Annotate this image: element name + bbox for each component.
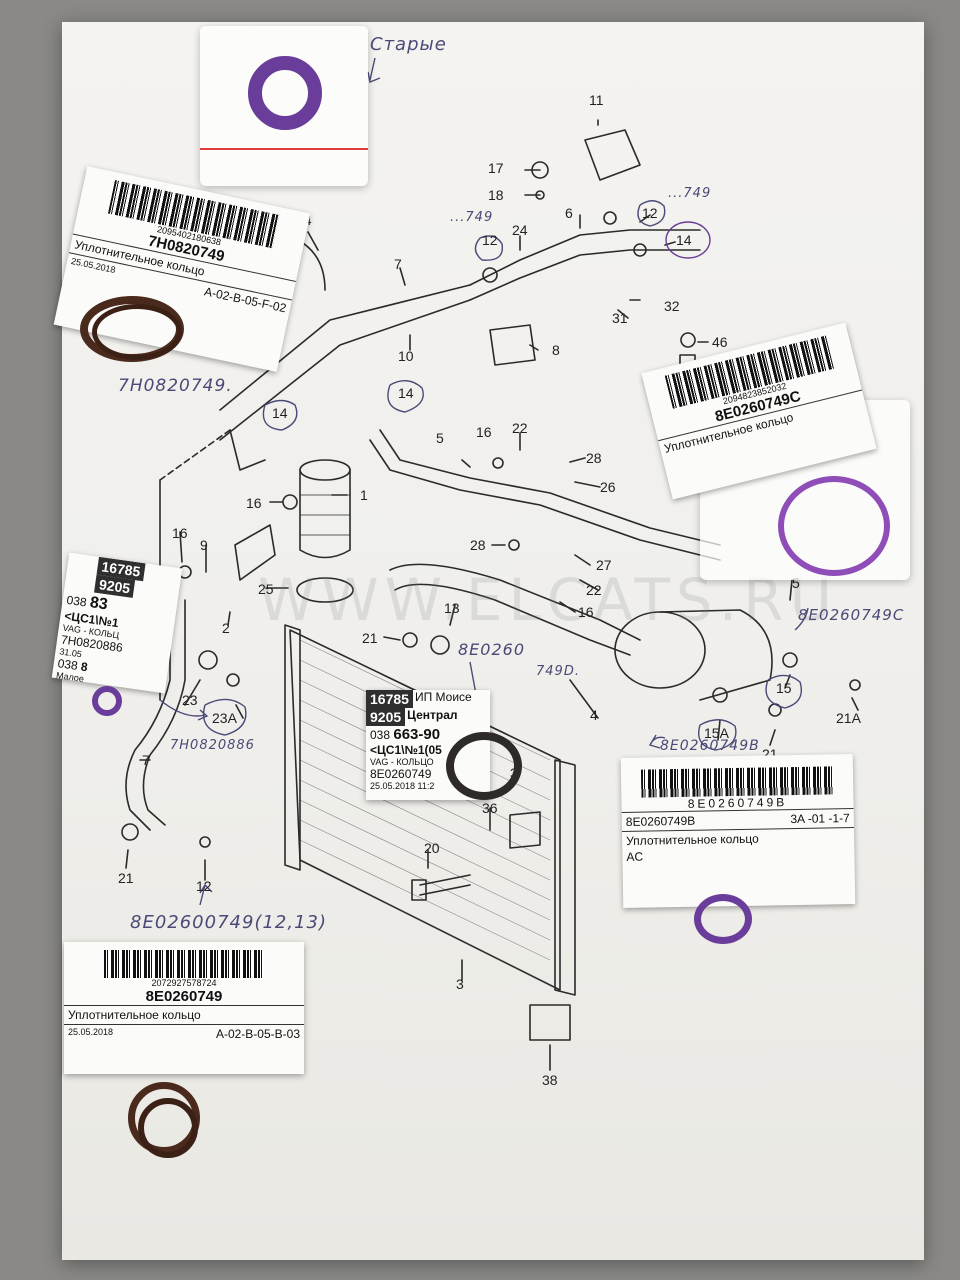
note-7h0820886: 7H0820886 [170,738,255,753]
brown-ring-bottom-2 [138,1098,198,1158]
callout-28-a: 28 [586,450,602,466]
barcode-number: 2072927578724 [151,978,217,988]
callout-18: 18 [488,187,504,203]
callout-14-right: 14 [676,232,692,248]
callout-36: 36 [482,800,498,816]
callout-2: 2 [222,620,230,636]
note-8e0260-a: 8E0260 [458,640,526,659]
dark-ring-center [446,732,522,800]
label-location: A-02-B-05-B-03 [215,1027,300,1041]
barcode [104,950,264,978]
line2: <ЦС1\№1(05 [370,743,442,757]
barcode [640,766,834,798]
callout-7-top: 7 [394,256,402,272]
purple-ring-small [92,686,122,716]
tag-row-2: 9205 Централ [366,708,490,726]
tag-number-1: 16785 [366,690,413,708]
callout-27: 27 [596,557,612,573]
callout-28-b: 28 [470,537,486,553]
note-8e0260-b: 749D. [536,664,580,679]
callout-12-right: 12 [642,205,658,221]
callout-8: 8 [552,342,560,358]
callout-6: 6 [565,205,573,221]
callout-3-bottom: 3 [456,976,464,992]
callout-7-left: 7 [142,752,150,768]
callout-10: 10 [398,348,414,364]
note-8e02600749-12-13: 8E02600749(12,13) [130,912,328,933]
callout-9: 9 [200,537,208,553]
label-date: 25.05.2018 [68,1027,114,1037]
callout-17: 17 [488,160,504,176]
callout-15a: 15A [704,725,729,741]
callout-46: 46 [712,334,728,350]
line6-bold: 8 [80,659,89,675]
line4: 8E0260749 [370,767,432,781]
callout-15: 15 [776,680,792,696]
brown-ring-top-2 [92,304,182,360]
callout-16-c: 16 [172,525,188,541]
callout-13: 13 [444,600,460,616]
callout-22-b: 22 [586,582,602,598]
callout-11: 11 [589,92,604,108]
callout-5: 5 [436,430,444,446]
callout-21a: 21A [836,710,861,726]
label-body: 038 83 <ЦС1\№1 VAG - КОЛЬЦ 7H0820886 31.… [52,588,177,693]
callout-14-b: 14 [398,385,414,401]
callout-14-a: 14 [272,405,288,421]
callout-22-a: 22 [512,420,528,436]
callout-12-left: 12 [482,232,498,248]
note-749-left: ...749 [450,210,494,225]
line1: 038 [370,728,391,742]
note-749-right: ...749 [668,186,712,201]
line5: 25.05.2018 11:2 [370,781,435,791]
label-location: 3A -01 -1-7 [790,811,850,827]
part-name: Уплотнительное кольцо [64,1005,304,1024]
note-8e0260749c: 8E0260749C [798,606,905,624]
callout-20: 20 [424,840,440,856]
callout-16-a: 16 [476,424,492,440]
tag-row-1: 16785 ИП Моисе [366,690,490,708]
bag-seal-tape [200,148,368,150]
part-code: 8E0260749 [145,988,223,1005]
callout-16-b: 16 [246,495,262,511]
callout-23: 23 [182,692,198,708]
note-old: Старые [370,34,447,55]
tag-number-2: 9205 [366,708,406,726]
callout-24: 24 [512,222,528,238]
line3: VAG - КОЛЬЦО [370,757,434,767]
callout-38: 38 [542,1072,558,1088]
callout-21-a: 21 [362,630,378,646]
callout-31: 31 [612,310,628,326]
label-8e0260749: 2072927578724 8E0260749 Уплотнительное к… [64,942,304,1074]
callout-4: 4 [590,707,598,723]
line1: 038 [65,592,88,610]
label-ac: AC [626,849,644,864]
purple-ring-c [778,476,890,576]
note-7h0820749: 7H0820749. [118,376,233,396]
old-purple-ring [248,56,322,130]
label-8e0260749b: 8E0260749B 8E0260749B 3A -01 -1-7 Уплотн… [620,753,856,909]
callout-26: 26 [600,479,616,495]
callout-23a: 23A [212,710,237,726]
label-7h0820886: 16785 9205 038 83 <ЦС1\№1 VAG - КОЛЬЦ 7H… [51,552,183,694]
label-body: 038 663-90 <ЦС1\№1(05 VAG - КОЛЬЦО 8E026… [366,726,490,791]
callout-25: 25 [258,581,274,597]
note-8e0260749b: 8E0260749B [660,738,760,754]
callout-1: 1 [360,487,368,503]
callout-21-c: 21 [118,870,134,886]
line1-bold: 83 [88,594,109,614]
bag-old-ring [200,26,368,186]
part-code: 8E0260749B [625,813,696,829]
callout-12-bottom: 12 [196,878,212,894]
tag-text-1: ИП Моисе [414,690,472,704]
callout-32: 32 [664,298,680,314]
callout-5-right: 5 [792,575,800,591]
callout-16-d: 16 [578,604,594,620]
tag-text-2: Централ [407,708,458,722]
line1-bold: 663-90 [393,726,441,743]
label-footer: 25.05.2018 A-02-B-05-B-03 [64,1024,304,1043]
purple-ring-b [694,894,752,944]
